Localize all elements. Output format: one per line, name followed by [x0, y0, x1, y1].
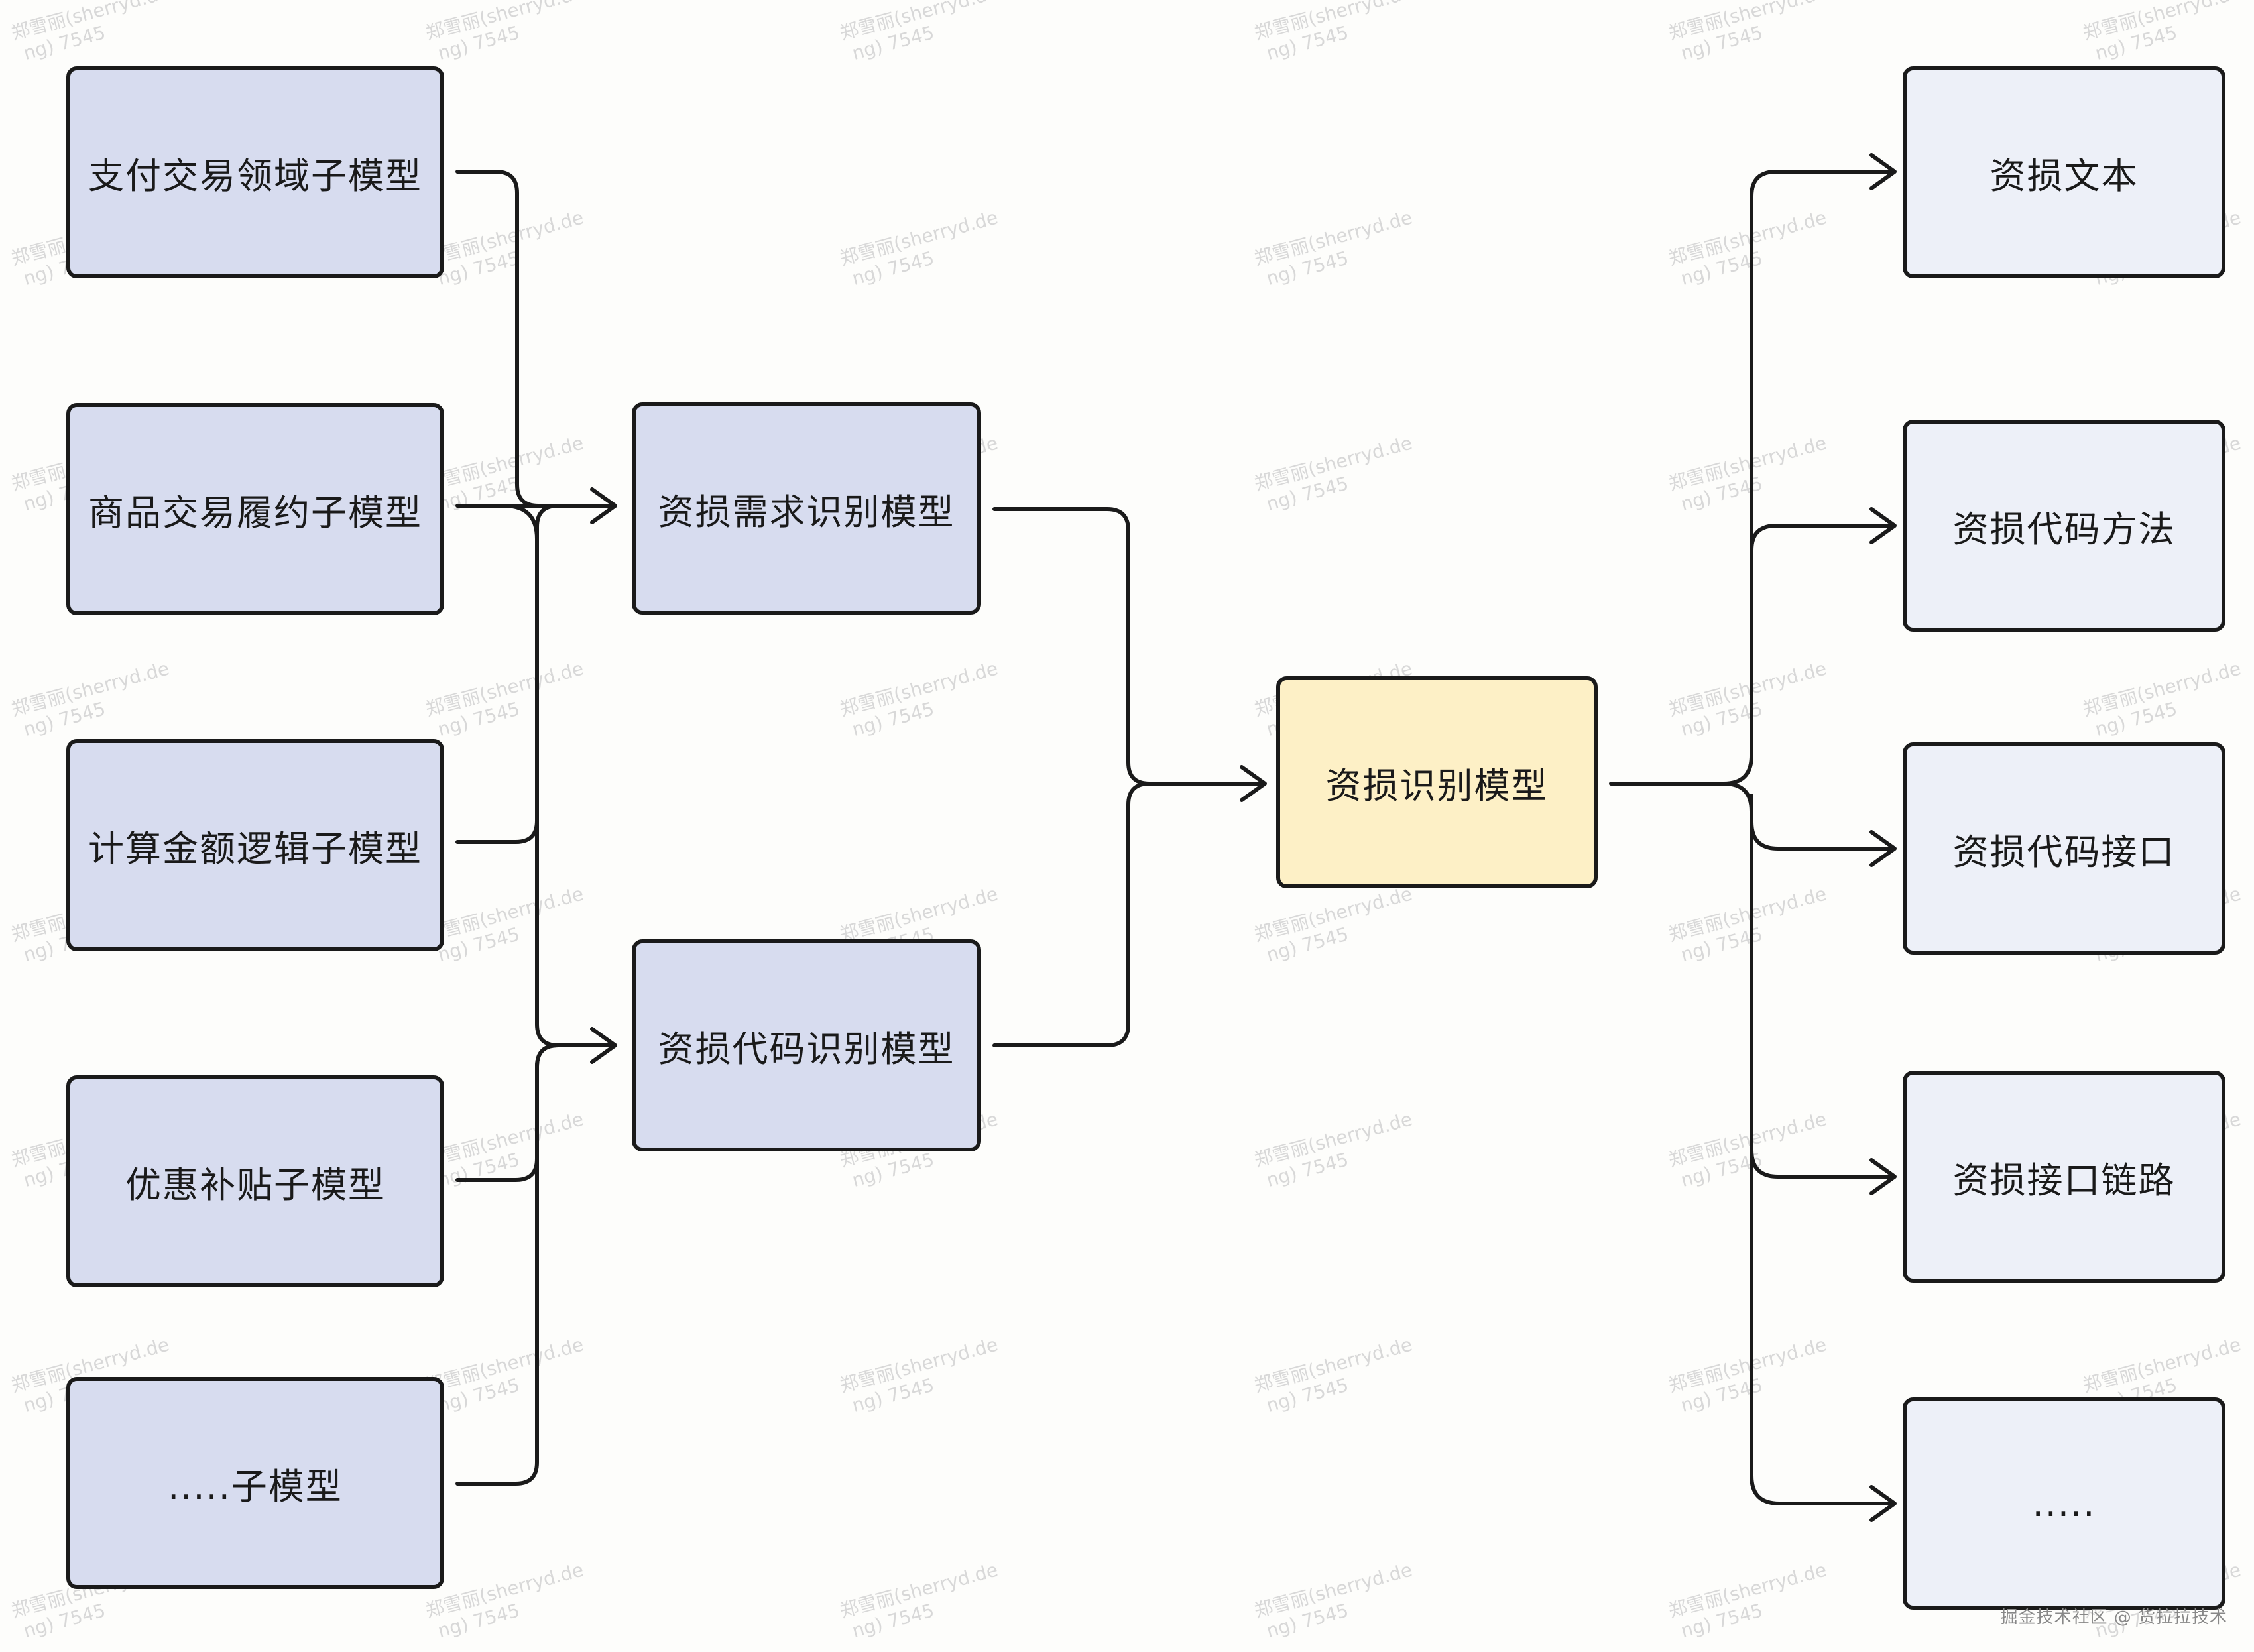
node-output-method: 资损代码方法 [1903, 420, 2225, 632]
edge-core-to-method [1750, 524, 1891, 552]
node-goods-submodel: 商品交易履约子模型 [66, 403, 444, 615]
arrow-head-core [1240, 765, 1267, 802]
node-label: 资损代码接口 [1952, 831, 2176, 873]
edge-demand-to-core [992, 507, 1262, 786]
edge-payment-to-demand [455, 170, 612, 508]
arrow-head-chain [1869, 1158, 1897, 1195]
arrow-head-text [1869, 153, 1897, 190]
edge-core-to-interface [1722, 782, 1891, 851]
node-output-text: 资损文本 [1903, 66, 2225, 278]
source-credit: 掘金技术社区 @ 货拉拉技术 [2000, 1608, 2227, 1627]
node-more-submodel: .....子模型 [66, 1377, 444, 1589]
node-label: 支付交易领域子模型 [88, 154, 422, 197]
arrow-head-method [1869, 507, 1897, 544]
node-label: 资损接口链路 [1952, 1159, 2176, 1201]
edge-more-to-code [455, 1043, 560, 1486]
node-label: 商品交易履约子模型 [88, 491, 422, 534]
edge-subsidy-to-code [455, 1043, 560, 1182]
node-output-interface: 资损代码接口 [1903, 742, 2225, 955]
node-label: 计算金额逻辑子模型 [88, 827, 422, 870]
node-label: 优惠补贴子模型 [125, 1163, 385, 1206]
node-label: ..... [2032, 1482, 2096, 1525]
node-label: 资损需求识别模型 [658, 491, 955, 533]
node-demand-model: 资损需求识别模型 [632, 402, 981, 615]
edge-core-trunk [1609, 170, 1891, 786]
node-output-chain: 资损接口链路 [1903, 1071, 2225, 1283]
node-label: 资损代码识别模型 [658, 1028, 955, 1070]
node-label: 资损识别模型 [1325, 764, 1549, 807]
edge-amount-to-demand [455, 504, 560, 844]
node-amount-submodel: 计算金额逻辑子模型 [66, 739, 444, 951]
node-output-more: ..... [1903, 1397, 2225, 1610]
edge-core-trunk-down [1750, 794, 1891, 1505]
node-core-model: 资损识别模型 [1276, 676, 1598, 888]
node-label: 资损文本 [1989, 154, 2139, 197]
edge-goods-to-code [502, 504, 612, 1047]
arrow-head-more [1869, 1485, 1897, 1522]
arrow-head-code [590, 1027, 617, 1064]
arrow-head-demand [590, 487, 617, 524]
edge-code-to-core [992, 782, 1152, 1047]
edge-core-to-chain [1750, 1148, 1891, 1179]
node-payment-submodel: 支付交易领域子模型 [66, 66, 444, 278]
node-code-model: 资损代码识别模型 [632, 939, 981, 1151]
node-label: 资损代码方法 [1952, 508, 2176, 550]
node-subsidy-submodel: 优惠补贴子模型 [66, 1075, 444, 1287]
arrow-head-interface [1869, 830, 1897, 867]
node-label: .....子模型 [168, 1465, 343, 1507]
